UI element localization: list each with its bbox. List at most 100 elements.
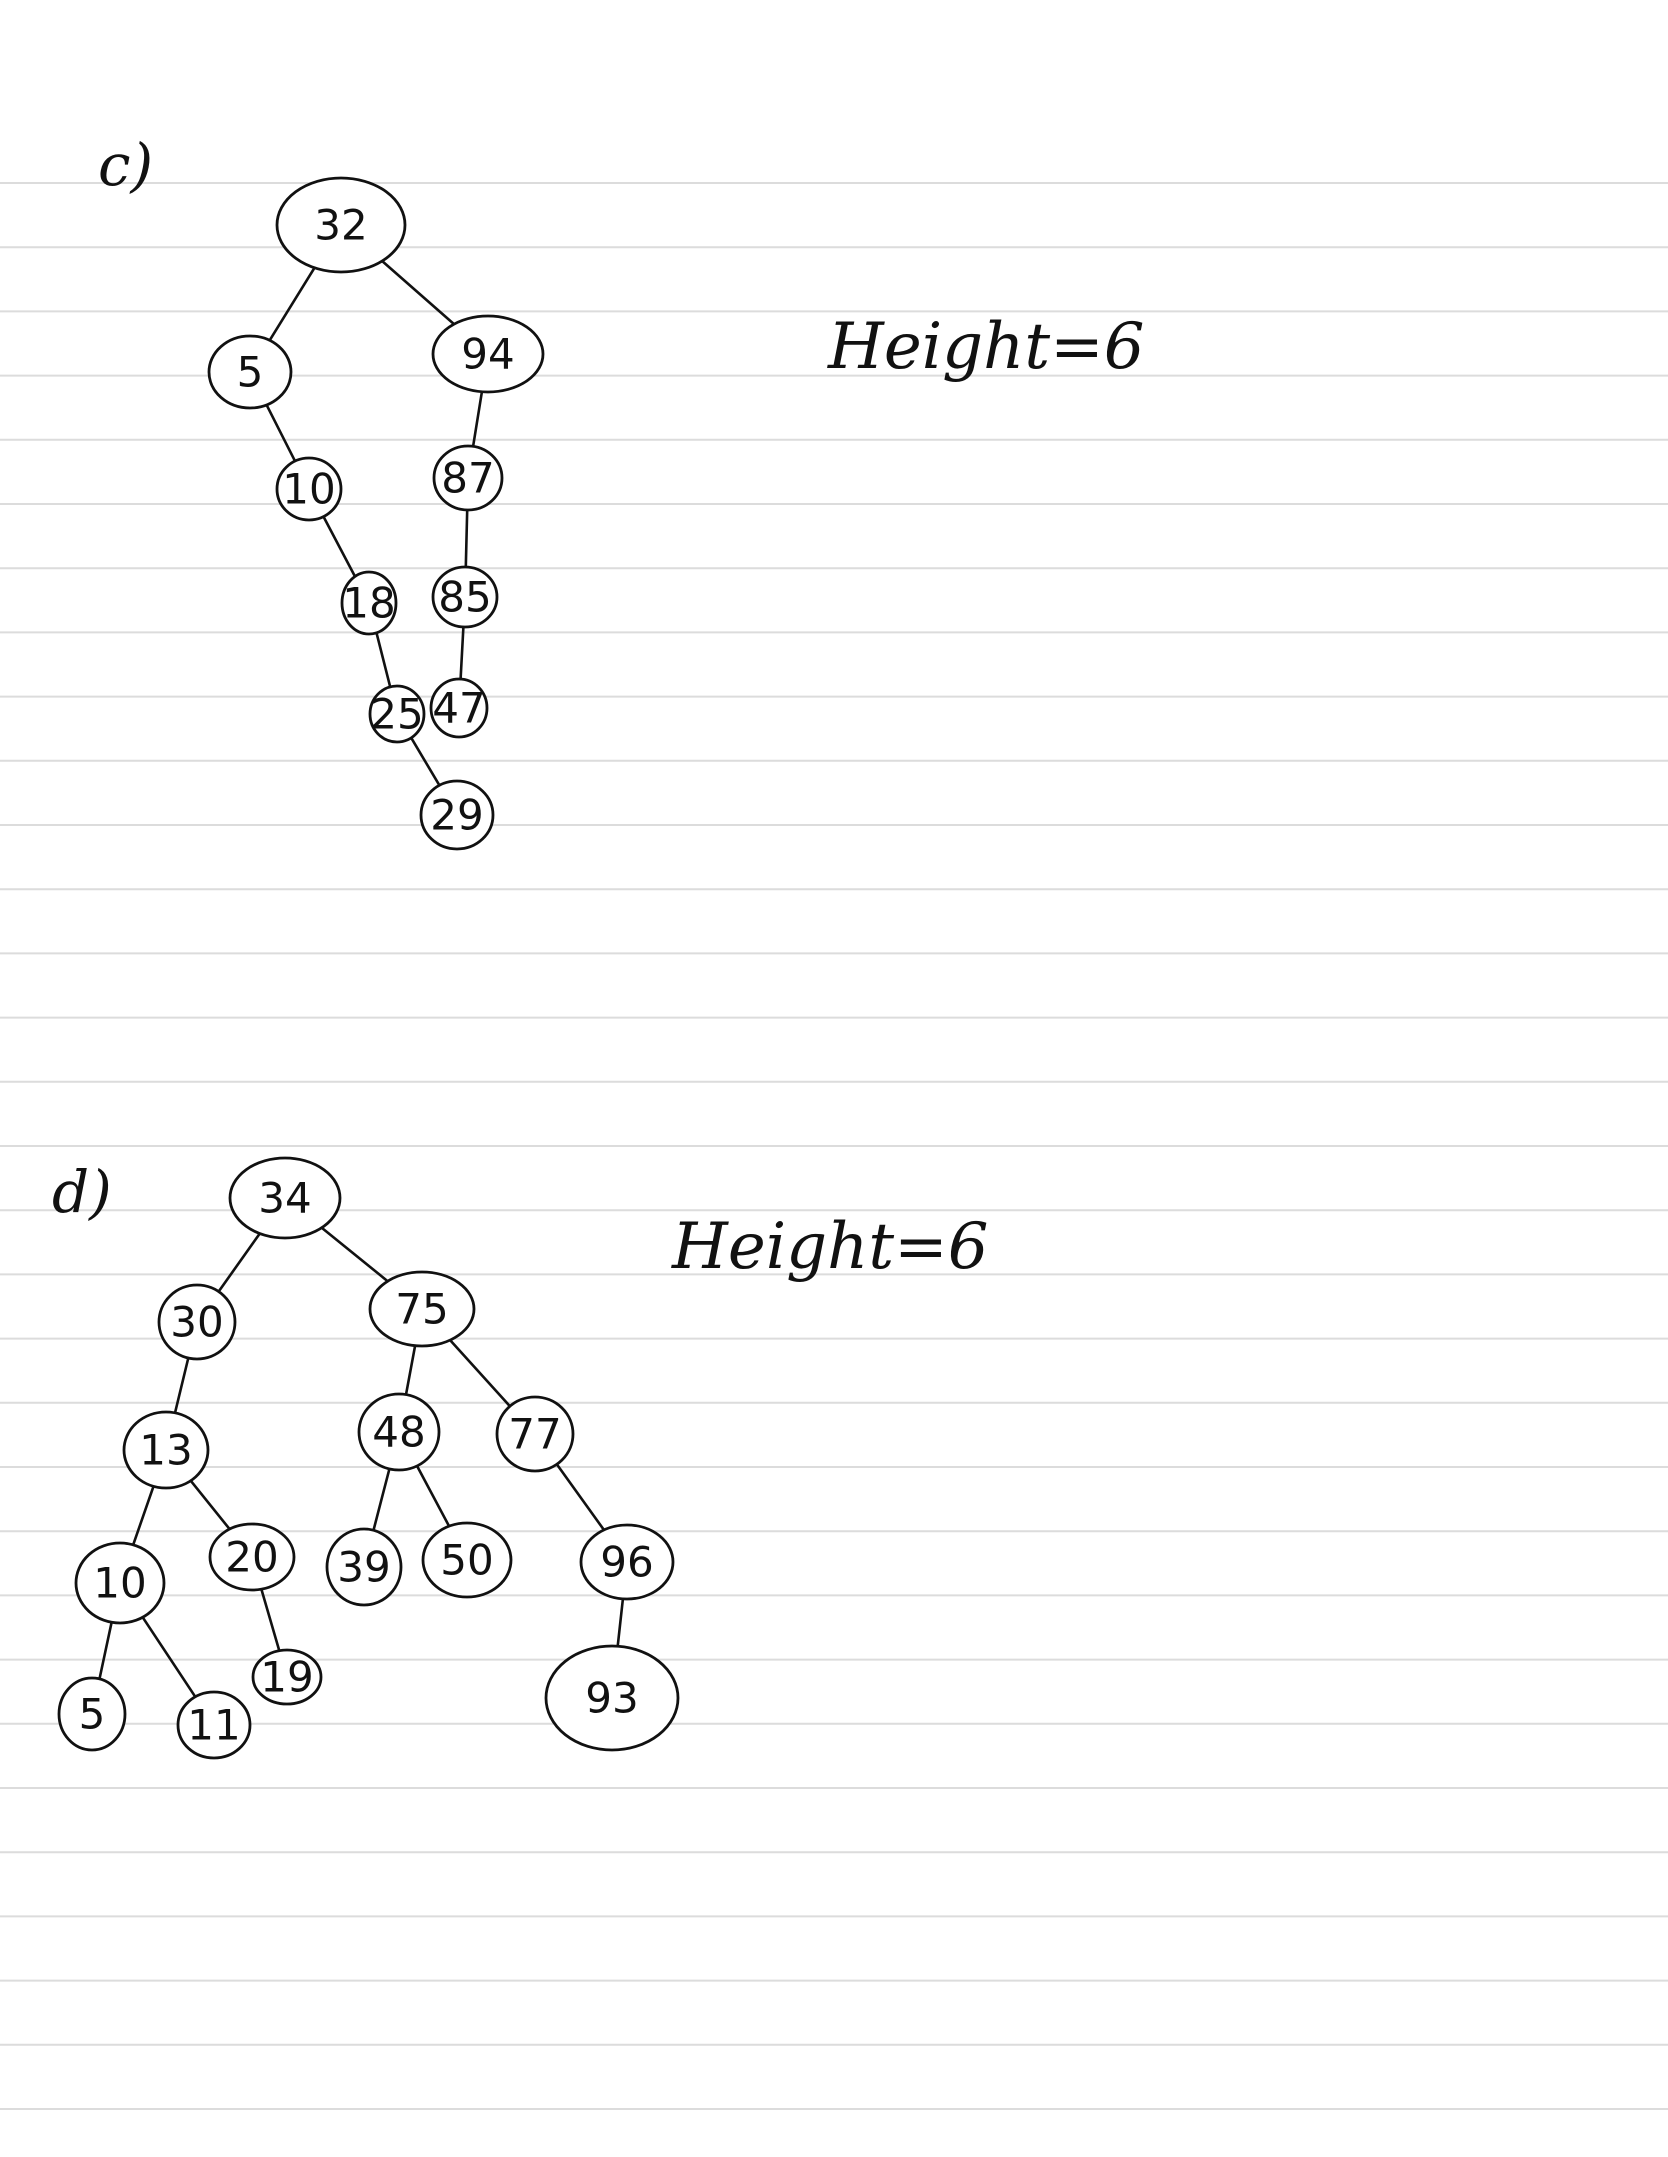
part-c-height: Height=6	[827, 310, 1144, 384]
node-circle	[208, 1522, 296, 1592]
tree-edge	[260, 1587, 281, 1652]
node-circle	[157, 1283, 237, 1361]
node-value: 20	[225, 1533, 278, 1582]
tree-node: 94	[431, 314, 545, 394]
node-value: 94	[461, 330, 514, 379]
tree-edge	[448, 1338, 512, 1408]
tree-edge	[322, 515, 357, 578]
node-value: 75	[395, 1285, 448, 1334]
tree-node: 5	[57, 1676, 127, 1752]
tree-edge	[464, 508, 469, 569]
tree-node: 11	[176, 1690, 252, 1760]
node-value: 29	[430, 791, 483, 840]
tree-edge	[217, 1232, 262, 1293]
node-circle	[421, 1521, 513, 1599]
tree-node: 34	[228, 1156, 342, 1240]
tree-edge	[459, 625, 465, 681]
node-circle	[228, 1156, 342, 1240]
node-circle	[275, 456, 343, 522]
node-circle	[207, 334, 293, 410]
tree-edge	[189, 1479, 231, 1531]
tree-node: 47	[429, 677, 489, 739]
node-value: 32	[314, 201, 367, 250]
node-circle	[74, 1541, 166, 1625]
node-value: 30	[170, 1298, 223, 1347]
tree-edge	[380, 259, 456, 326]
node-value: 13	[139, 1426, 192, 1475]
node-value: 5	[237, 348, 264, 397]
tree-node: 30	[157, 1283, 237, 1361]
node-value: 10	[282, 465, 335, 514]
node-value: 85	[438, 573, 491, 622]
node-value: 96	[600, 1538, 653, 1587]
part-d-edges	[98, 1226, 625, 1699]
node-value: 39	[337, 1543, 390, 1592]
node-value: 50	[440, 1536, 493, 1585]
node-value: 87	[441, 454, 494, 503]
tree-edge	[409, 736, 441, 787]
tree-edge	[471, 390, 484, 448]
tree-node: 93	[544, 1644, 680, 1752]
tree-edge	[404, 1344, 417, 1396]
node-circle	[340, 570, 398, 636]
node-circle	[432, 444, 504, 512]
tree-node: 19	[251, 1648, 323, 1706]
tree-edge	[555, 1463, 606, 1532]
tree-edge	[320, 1226, 390, 1283]
part-c-label: c)	[98, 131, 153, 199]
node-value: 93	[585, 1674, 638, 1723]
tree-edge	[173, 1356, 190, 1415]
tree-node: 87	[432, 444, 504, 512]
tree-node: 25	[368, 684, 426, 744]
node-value: 77	[508, 1410, 561, 1459]
tree-edge	[131, 1485, 155, 1547]
tree-edge	[372, 1467, 391, 1532]
tree-node: 77	[495, 1395, 575, 1473]
tree-edge	[375, 631, 392, 689]
tree-node: 96	[579, 1523, 675, 1601]
node-value: 18	[342, 579, 395, 628]
tree-node: 39	[325, 1527, 403, 1607]
tree-node: 85	[431, 565, 499, 629]
node-value: 19	[260, 1653, 313, 1702]
node-value: 10	[93, 1559, 146, 1608]
ruled-lines	[0, 182, 1668, 2110]
node-circle	[544, 1644, 680, 1752]
node-circle	[495, 1395, 575, 1473]
node-circle	[122, 1410, 210, 1490]
tree-node: 5	[207, 334, 293, 410]
part-c-edges	[265, 259, 484, 787]
node-circle	[57, 1676, 127, 1752]
node-circle	[325, 1527, 403, 1607]
tree-node: 75	[368, 1270, 476, 1348]
node-circle	[368, 684, 426, 744]
node-circle	[368, 1270, 476, 1348]
node-value: 11	[187, 1701, 240, 1750]
tree-node: 13	[122, 1410, 210, 1490]
node-circle	[429, 677, 489, 739]
node-value: 5	[79, 1690, 106, 1739]
node-circle	[579, 1523, 675, 1601]
tree-node: 29	[419, 779, 495, 851]
tree-node: 20	[208, 1522, 296, 1592]
node-circle	[431, 314, 545, 394]
node-circle	[251, 1648, 323, 1706]
tree-node: 50	[421, 1521, 513, 1599]
tree-edge	[141, 1616, 197, 1699]
part-d-nodes: 34 30 75 13 48 77 10 20 39 50 96 5 11 19 93	[57, 1156, 680, 1760]
tree-node: 48	[357, 1392, 441, 1472]
part-d-label: d)	[52, 1158, 112, 1226]
node-circle	[357, 1392, 441, 1472]
tree-node: 32	[275, 176, 407, 274]
node-value: 25	[370, 690, 423, 739]
tree-edge	[616, 1597, 625, 1648]
node-value: 48	[372, 1408, 425, 1457]
node-circle	[275, 176, 407, 274]
tree-edge	[268, 266, 316, 342]
tree-node: 10	[74, 1541, 166, 1625]
node-circle	[176, 1690, 252, 1760]
